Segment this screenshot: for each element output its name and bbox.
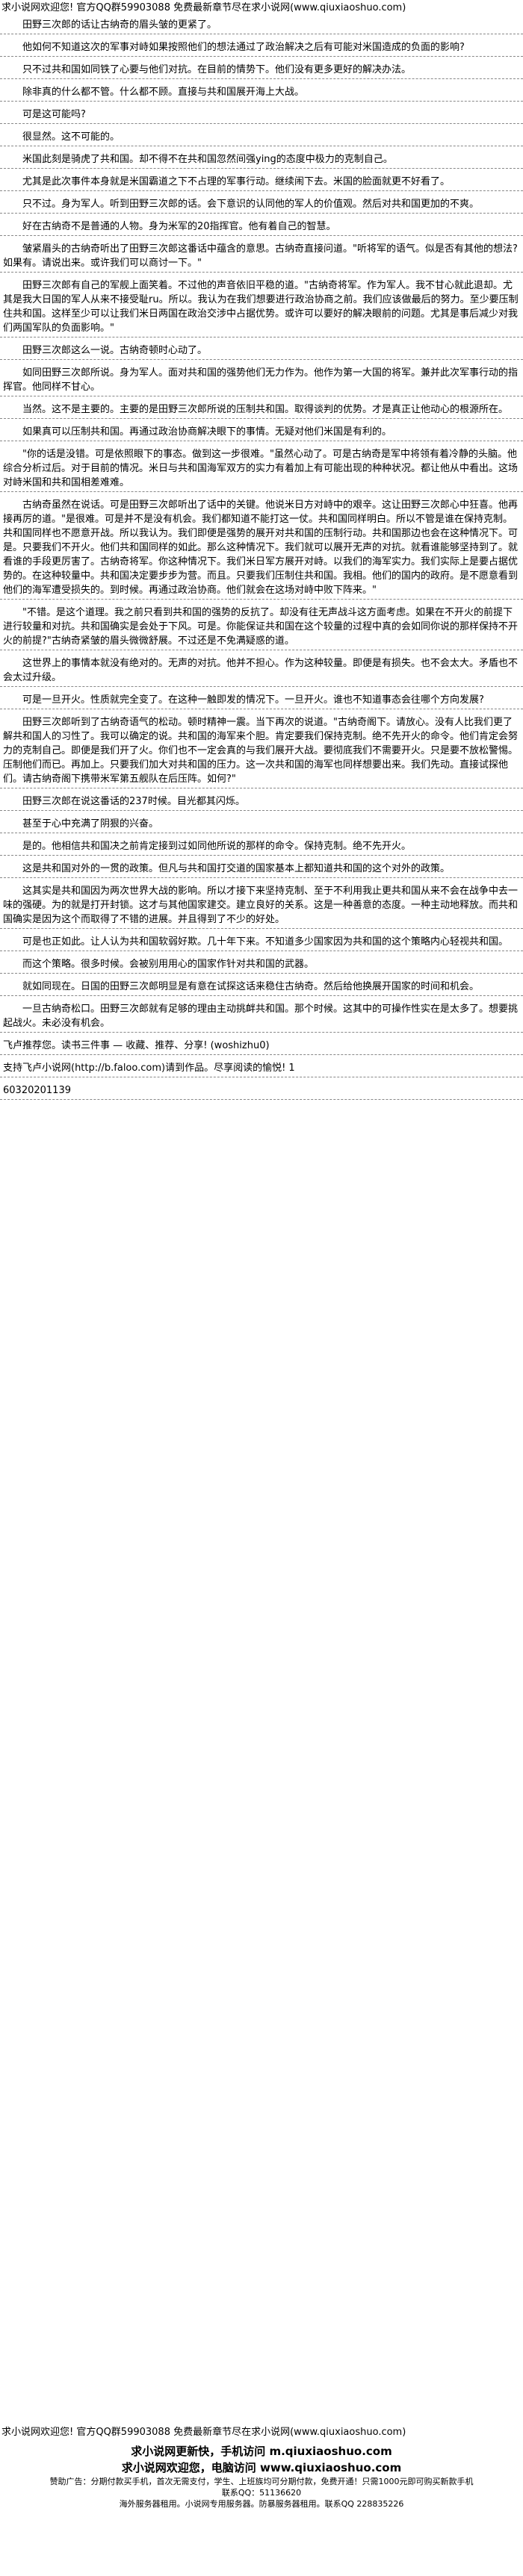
paragraph: 这世界上的事情本就没有绝对的。无声的对抗。他并不担心。作为这种较量。即便是有损失… (0, 656, 523, 687)
footer-contact: 联系QQ：51136620 (221, 2488, 302, 2498)
closing-line: 飞卢推荐您。读书三件事 — 收藏、推荐、分享! (woshizhu0) (0, 1039, 523, 1055)
paragraph: 而这个策略。很多时候。会被别用用心的国家作针对共和国的武器。 (0, 957, 523, 974)
paragraph: 如同田野三次郎所说。身为军人。面对共和国的强势他们无力作为。他作为第一大国的将军… (0, 366, 523, 396)
paragraph: 一旦古纳奇松口。田野三次郎就有足够的理由主动挑衅共和国。那个时候。这其中的可操作… (0, 1002, 523, 1033)
paragraph: 如果真可以压制共和国。再通过政治协商解决眼下的事情。无疑对他们米国是有利的。 (0, 425, 523, 441)
paragraph: 田野三次郎这么一说。古纳奇顿时心动了。 (0, 343, 523, 360)
paragraph: 田野三次郎的话让古纳奇的眉头皱的更紧了。 (0, 18, 523, 34)
paragraph: 米国此刻是骑虎了共和国。却不得不在共和国忽然间强ying的态度中极力的克制自己。 (0, 152, 523, 169)
paragraph: 除非真的什么都不管。什么都不顾。直接与共和国展开海上大战。 (0, 85, 523, 102)
paragraph: 只不过共和国如同铁了心要与他们对抗。在目前的情势下。他们没有更多更好的解决办法。 (0, 63, 523, 79)
paragraph: 田野三次郎听到了古纳奇语气的松动。顿时精神一震。当下再次的说道。"古纳奇阁下。请… (0, 715, 523, 788)
paragraph: 是的。他相信共和国决之前肯定接到过如同他所说的那样的命令。保持克制。绝不先开火。 (0, 839, 523, 856)
paragraph: 这其实是共和国因为两次世界大战的影响。所以才接下来坚持克制、至于不利用我止更共和… (0, 884, 523, 929)
paragraph: 可是这可能吗? (0, 108, 523, 124)
paragraph: "你的话是没错。可是依照眼下的事态。做到这一步很难。"虽然心动了。可是古纳奇是军… (0, 447, 523, 492)
number-line: 60320201139 (0, 1083, 523, 1100)
paragraph: 可是一旦开火。性质就完全变了。在这种一触即发的情况下。一旦开火。谁也不知道事态会… (0, 693, 523, 709)
paragraph: 尤其是此次事件本身就是米国霸道之下不占理的军事行动。继续闹下去。米国的脸面就更不… (0, 175, 523, 191)
chapter-content: 田野三次郎的话让古纳奇的眉头皱的更紧了。 他如何不知道这次的军事对峙如果按照他们… (0, 18, 523, 1106)
paragraph: 只不过。身为军人。听到田野三次郎的话。会下意识的认同他的军人的价值观。然后对共和… (0, 197, 523, 214)
paragraph: 他如何不知道这次的军事对峙如果按照他们的想法通过了政治解决之后有可能对米国造成的… (0, 40, 523, 57)
paragraph: 可是也正如此。让人认为共和国软弱好欺。几十年下来。不知道多少国家因为共和国的这个… (0, 935, 523, 951)
paragraph: 就如同现在。日国的田野三次郎明显是有意在试探这话来稳住古纳奇。然后给他换展开国家… (0, 980, 523, 996)
support-link-line[interactable]: 支持飞卢小说网(http://b.faloo.com)请到作品。尽享阅读的愉悦!… (0, 1061, 523, 1077)
paragraph: 当然。这不是主要的。主要的是田野三次郎所说的压制共和国。取得谈判的优势。才是真正… (0, 402, 523, 419)
footer-mobile-link[interactable]: 求小说网更新快，手机访问 m.qiuxiaoshuo.com (131, 2445, 392, 2458)
site-header: 求小说网欢迎您! 官方QQ群59903088 免费最新章节尽在求小说网(www.… (1, 2, 406, 13)
paragraph: 田野三次郎有自己的军舰上面笑着。不过他的声音依旧平稳的道。"古纳奇将军。作为军人… (0, 279, 523, 337)
paragraph: 甚至于心中充满了阴狠的兴奋。 (0, 817, 523, 833)
paragraph: 这是共和国对外的一贯的政策。但凡与共和国打交道的国家基本上都知道共和国的这个对外… (0, 862, 523, 878)
footer-hosting-ad: 海外服务器租用。小说网专用服务器。防暴服务器租用。联系QQ 228835226 (119, 2499, 404, 2509)
paragraph: 田野三次郎在说这番话的237时候。目光都其闪烁。 (0, 794, 523, 811)
paragraph: "不错。是这个道理。我之前只看到共和国的强势的反抗了。却没有往无声战斗这方面考虑… (0, 606, 523, 650)
footer-welcome: 求小说网欢迎您! 官方QQ群59903088 免费最新章节尽在求小说网(www.… (1, 2427, 406, 2438)
footer-ad: 赞助广告：分期付款买手机，首次无需支付，学生、上班族均可分期付款，免费开通！只需… (49, 2477, 474, 2486)
paragraph: 古纳奇虽然在说话。可是田野三次郎听出了话中的关键。他说米日方对峙中的艰辛。这让田… (0, 498, 523, 600)
site-footer: 求小说网欢迎您! 官方QQ群59903088 免费最新章节尽在求小说网(www.… (0, 2425, 523, 2510)
paragraph: 很显然。这不可能的。 (0, 130, 523, 146)
paragraph: 皱紧眉头的古纳奇听出了田野三次郎这番话中蕴含的意思。古纳奇直接问道。"听将军的语… (0, 242, 523, 273)
paragraph: 好在古纳奇不是普通的人物。身为米军的20指挥官。他有着自己的智慧。 (0, 220, 523, 236)
footer-desktop-link[interactable]: 求小说网欢迎您，电脑访问 www.qiuxiaoshuo.com (121, 2461, 402, 2474)
